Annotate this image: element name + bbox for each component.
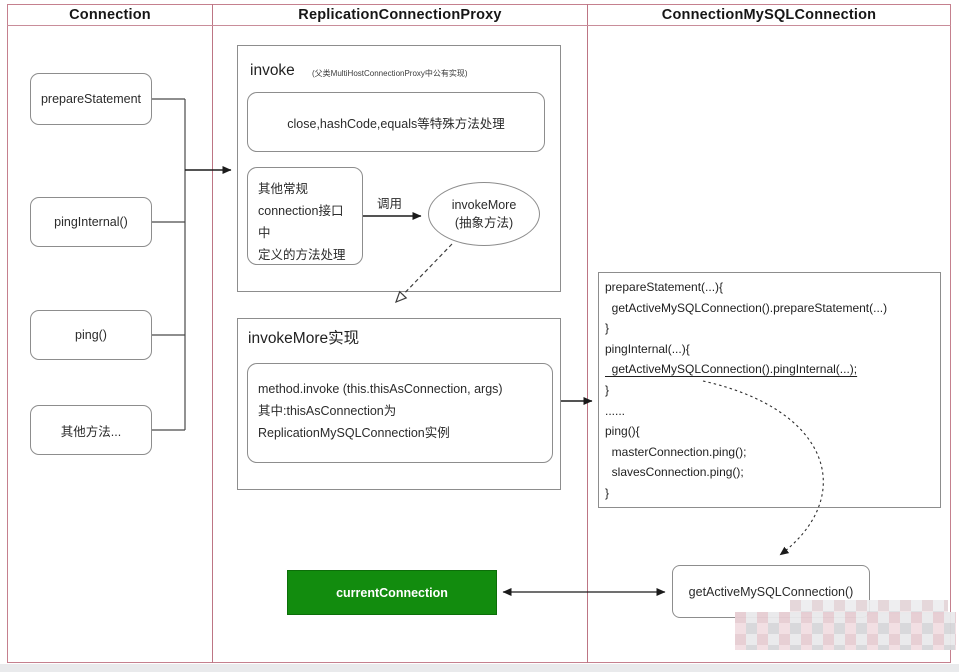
call-edge-label: 调用 xyxy=(377,197,403,211)
invoke-more-impl-title: invokeMore实现 xyxy=(248,330,360,347)
invoke-more-ellipse-line1: invokeMore xyxy=(451,198,517,212)
code-line: masterConnection.ping(); xyxy=(605,444,747,459)
invoke-more-impl-line: ReplicationMySQLConnection实例 xyxy=(258,426,450,440)
invoke-box-subtitle: (父类MultiHostConnectionProxy中公有实现) xyxy=(312,69,468,78)
code-line: } xyxy=(605,485,610,500)
code-line: ...... xyxy=(605,403,626,418)
code-line: pingInternal(...){ xyxy=(605,341,690,356)
invoke-more-ellipse: invokeMore (抽象方法) xyxy=(428,182,540,246)
regular-methods-line: 其他常规 xyxy=(258,182,309,196)
header-underline xyxy=(7,25,951,26)
method-node-other-methods: 其他方法... xyxy=(30,405,152,455)
regular-methods-line: connection接口中 xyxy=(258,204,344,240)
column-header-connection-mysql-connection: ConnectionMySQLConnection xyxy=(661,7,877,23)
regular-methods-node: 其他常规 connection接口中 定义的方法处理 xyxy=(247,167,363,265)
mysql-code-box: prepareStatement(...){ getActiveMySQLCon… xyxy=(598,272,941,508)
method-node-ping-internal: pingInternal() xyxy=(30,197,152,247)
invoke-more-impl-line: method.invoke (this.thisAsConnection, ar… xyxy=(258,382,503,396)
column-header-connection: Connection xyxy=(69,7,151,23)
column-divider-2 xyxy=(587,4,588,663)
current-connection-box: currentConnection xyxy=(287,570,497,615)
code-line: prepareStatement(...){ xyxy=(605,280,724,294)
method-node-ping: ping() xyxy=(30,310,152,360)
method-node-prepare-statement: prepareStatement xyxy=(30,73,152,125)
code-line: getActiveMySQLConnection().prepareStatem… xyxy=(605,300,888,315)
special-methods-node: close,hashCode,equals等特殊方法处理 xyxy=(247,92,545,152)
watermark-mosaic xyxy=(790,600,948,614)
code-line-underlined: getActiveMySQLConnection().pingInternal(… xyxy=(605,362,858,377)
watermark-mosaic xyxy=(735,612,956,650)
invoke-more-impl-line: 其中:thisAsConnection为 xyxy=(258,404,397,418)
column-header-replication-connection-proxy: ReplicationConnectionProxy xyxy=(298,7,502,23)
column-divider-1 xyxy=(212,4,213,663)
code-line: ping(){ xyxy=(605,424,640,439)
code-line: } xyxy=(605,382,610,397)
code-line: slavesConnection.ping(); xyxy=(605,465,744,480)
code-line: } xyxy=(605,321,610,336)
regular-methods-line: 定义的方法处理 xyxy=(258,248,346,262)
invoke-box-title: invoke xyxy=(250,62,295,79)
invoke-more-impl-body: method.invoke (this.thisAsConnection, ar… xyxy=(247,363,553,463)
invoke-more-ellipse-line2: (抽象方法) xyxy=(454,216,514,230)
page-bottom-strip xyxy=(0,664,959,672)
table-frame xyxy=(7,4,951,663)
